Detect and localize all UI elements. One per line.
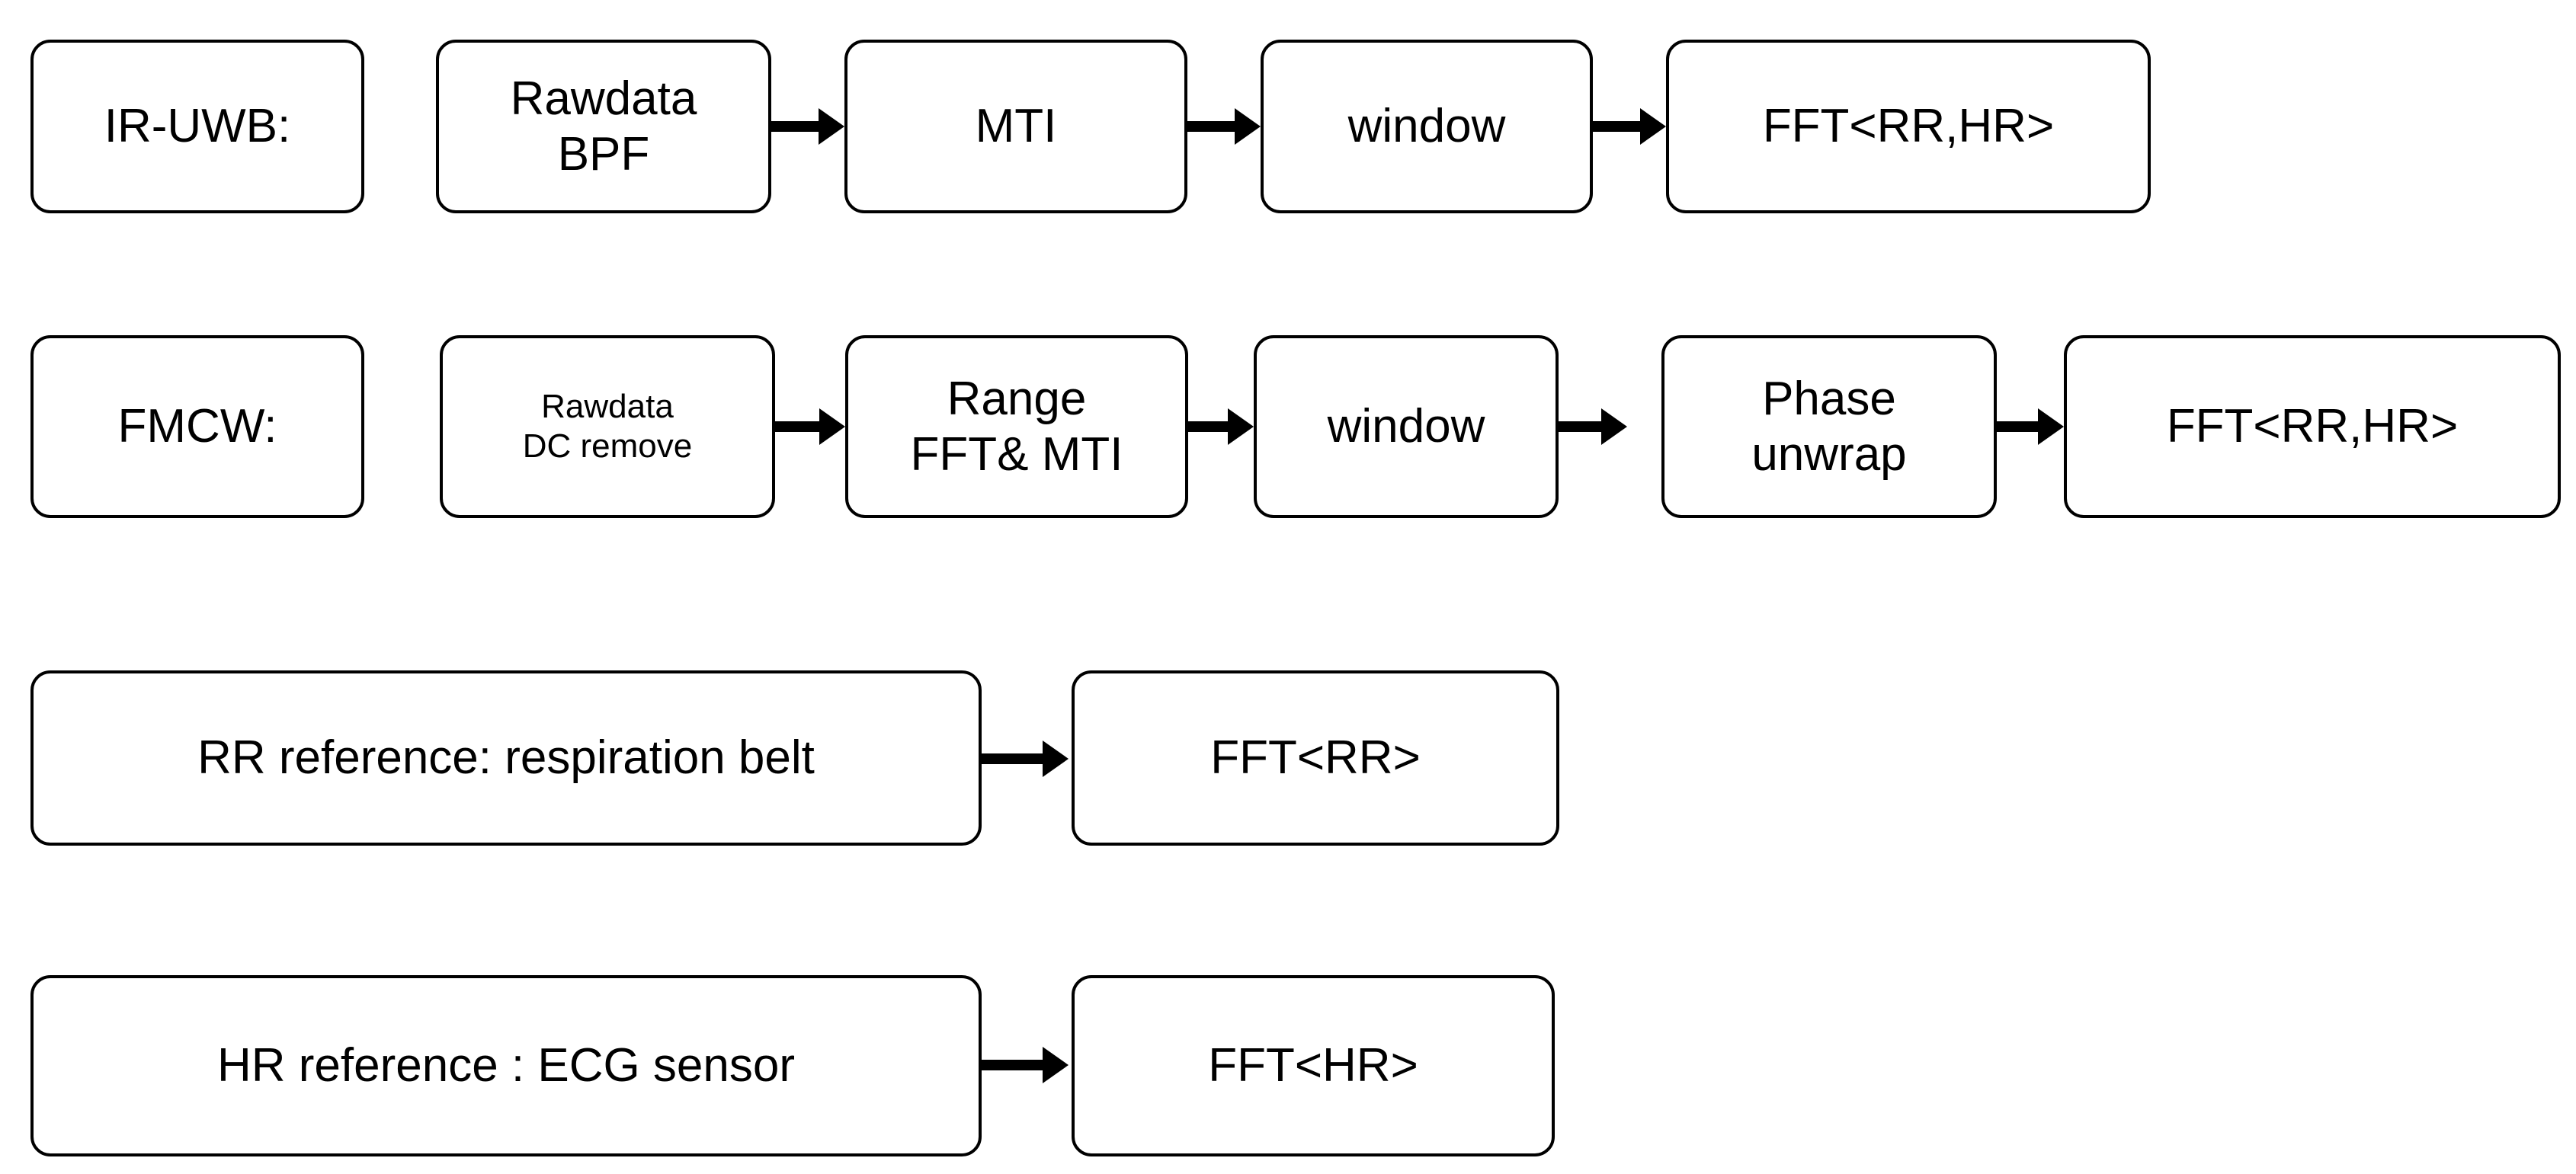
node-rr-reference-source[interactable]: RR reference: respiration belt (30, 670, 982, 846)
node-ir-uwb-window[interactable]: window (1261, 40, 1593, 213)
node-fmcw-window[interactable]: window (1254, 335, 1559, 518)
node-fmcw-label[interactable]: FMCW: (30, 335, 364, 518)
node-fmcw-phase-unwrap[interactable]: Phase unwrap (1661, 335, 1997, 518)
node-ir-uwb-fft[interactable]: FFT<RR,HR> (1666, 40, 2151, 213)
node-ir-uwb-mti[interactable]: MTI (844, 40, 1187, 213)
node-fmcw-fft[interactable]: FFT<RR,HR> (2064, 335, 2561, 518)
node-hr-reference-source[interactable]: HR reference : ECG sensor (30, 975, 982, 1156)
node-ir-uwb-label[interactable]: IR-UWB: (30, 40, 364, 213)
node-hr-reference-fft[interactable]: FFT<HR> (1072, 975, 1555, 1156)
node-fmcw-range-fft-mti[interactable]: Range FFT& MTI (845, 335, 1188, 518)
node-fmcw-rawdata-dc-remove[interactable]: Rawdata DC remove (440, 335, 775, 518)
node-rr-reference-fft[interactable]: FFT<RR> (1072, 670, 1559, 846)
node-ir-uwb-rawdata-bpf[interactable]: Rawdata BPF (436, 40, 771, 213)
